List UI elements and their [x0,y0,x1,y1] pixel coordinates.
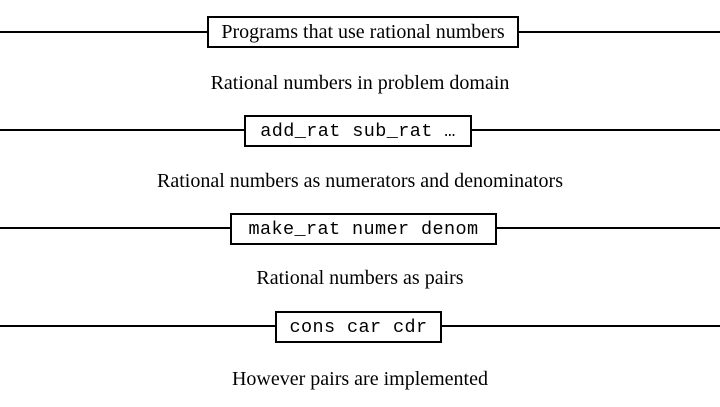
abstraction-barrier-label: make_rat numer denom [248,218,479,240]
abstraction-barrier-box: Programs that use rational numbers [207,16,519,48]
abstraction-barrier-box: cons car cdr [275,311,442,343]
layer-caption: Rational numbers as pairs [256,267,464,289]
abstraction-barrier-box: add_rat sub_rat … [244,115,472,147]
abstraction-barrier-box: make_rat numer denom [230,213,497,245]
abstraction-barrier-label: add_rat sub_rat … [260,120,456,142]
layer-caption: Rational numbers in problem domain [210,72,510,94]
layer-caption: Rational numbers as numerators and denom… [156,170,563,192]
layer-caption: However pairs are implemented [231,368,488,390]
abstraction-barrier-label: Programs that use rational numbers [221,20,505,43]
abstraction-barrier-label: cons car cdr [289,316,428,338]
